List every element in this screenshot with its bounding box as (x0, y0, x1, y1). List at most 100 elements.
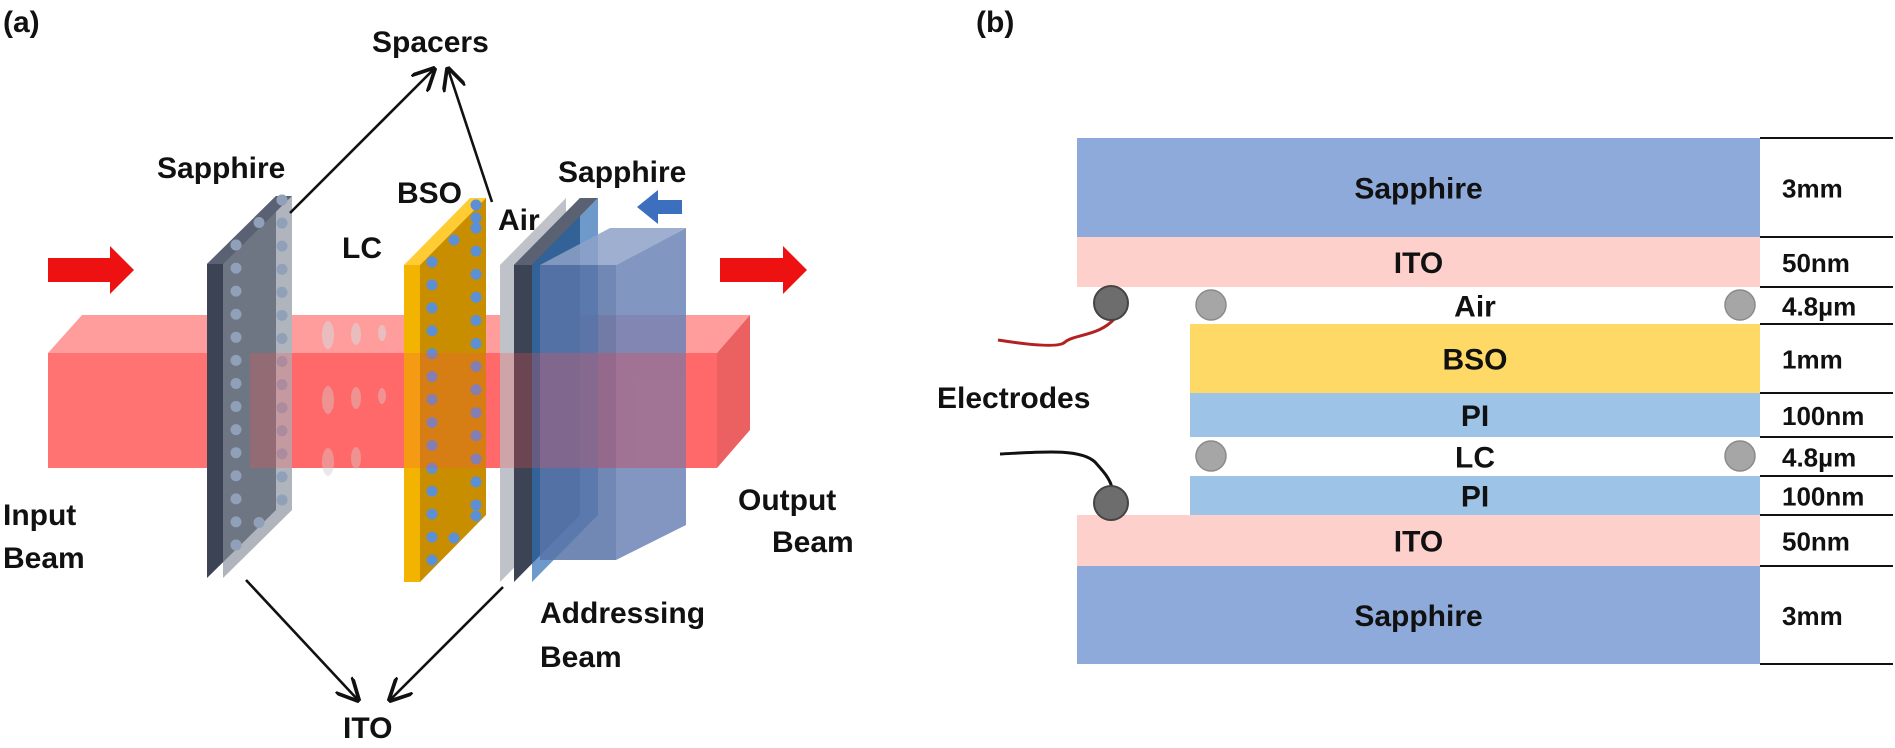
layer-label: ITO (1394, 247, 1443, 280)
left-sapphire-plate (207, 194, 292, 578)
spacer-dot (470, 314, 482, 326)
beam-droplet (351, 447, 361, 469)
spacer-dot (448, 234, 460, 246)
beam-droplets (322, 321, 386, 476)
addressing-arrow-icon (637, 190, 682, 224)
beam-overlay (250, 353, 717, 468)
beam-droplet (378, 325, 386, 341)
electrodes: Electrodes (937, 285, 1129, 521)
bso-face (420, 198, 486, 582)
layer-label: Sapphire (1354, 600, 1482, 633)
layer-label: PI (1461, 400, 1489, 433)
addressing-beam-label-1: Addressing (540, 597, 705, 630)
spacer-dot (230, 493, 242, 505)
bso-top (404, 198, 486, 265)
layer-label: Sapphire (1354, 173, 1482, 206)
pointer-lines (245, 69, 504, 700)
spacer-dot (276, 471, 288, 483)
spacer-dot (426, 416, 438, 428)
layer-pi-5 (1190, 393, 1760, 437)
layer-ito-8 (1077, 515, 1760, 566)
top-electrode-wire (997, 316, 1117, 347)
addressing-block-front (540, 265, 616, 560)
layer-air-3 (1190, 287, 1760, 324)
sapphire-right-label: Sapphire (558, 156, 686, 189)
beam-droplet (351, 323, 361, 345)
spacer-dot (230, 331, 242, 343)
spacer-dot (470, 407, 482, 419)
layer-label: BSO (1442, 344, 1507, 377)
layer-thickness: 50nm (1782, 248, 1850, 278)
bso-label: BSO (397, 177, 462, 210)
ito-pointer-left (245, 579, 358, 700)
output-arrow-icon (720, 246, 807, 294)
lc-spacer-left-icon (1195, 440, 1227, 472)
bottom-electrode-icon (1093, 485, 1129, 521)
spacer-dot (426, 531, 438, 543)
addressing-beam-label-2: Beam (540, 641, 622, 674)
input-beam-label-2: Beam (3, 542, 85, 575)
spacer-dot (230, 285, 242, 297)
spacer-dot (276, 356, 288, 368)
air-label: Air (498, 204, 540, 237)
spacer-dot (426, 394, 438, 406)
layer-thickness: 100nm (1782, 482, 1864, 512)
spacer-dot (276, 425, 288, 437)
spacer-dot (276, 240, 288, 252)
layer-label: Air (1454, 291, 1496, 324)
layer-label: PI (1461, 481, 1489, 514)
spacer-dot (230, 401, 242, 413)
spacer-dot (426, 508, 438, 520)
panel-a: (a) (3, 6, 854, 745)
spacer-dot (230, 354, 242, 366)
spacer-dot (426, 279, 438, 291)
addressing-block-top (540, 228, 686, 265)
layer-bso-4 (1190, 324, 1760, 393)
lc-label: LC (342, 232, 382, 265)
spacer-dot (276, 448, 288, 460)
spacer-dot (426, 554, 438, 566)
spacer-dot (470, 268, 482, 280)
layer-thickness: 4.8µm (1782, 292, 1856, 322)
spacers-label: Spacers (372, 26, 489, 59)
spacer-dot (276, 263, 288, 275)
spacer-dot (276, 217, 288, 229)
left-plate-top (207, 196, 292, 264)
top-electrode-icon (1093, 285, 1129, 321)
ito-label: ITO (343, 712, 392, 745)
spacer-dot (276, 332, 288, 344)
spacer-dot (426, 325, 438, 337)
spacer-dot (426, 256, 438, 268)
spacer-dot (426, 348, 438, 360)
spacer-dot (470, 453, 482, 465)
spacer-dot (276, 402, 288, 414)
layer-thickness: 3mm (1782, 601, 1843, 631)
layer-pi-7 (1190, 476, 1760, 515)
spacer-beads (1195, 289, 1756, 472)
panel-b-label: (b) (976, 6, 1014, 39)
spacer-dot (253, 517, 265, 528)
spacer-dot (470, 361, 482, 373)
spacer-dot (276, 286, 288, 298)
beam-droplet (322, 386, 334, 414)
spacer-dot (470, 337, 482, 349)
layer-ito-2 (1077, 237, 1760, 287)
spacer-dot (426, 302, 438, 314)
spacer-dot (426, 439, 438, 451)
left-spacer-dots (230, 194, 288, 551)
output-beam-label-2: Beam (772, 526, 854, 559)
right-plate-top (514, 198, 598, 265)
spacer-dot (230, 377, 242, 389)
spacer-dot (230, 424, 242, 436)
layer-thickness: 1mm (1782, 345, 1843, 375)
layer-thickness: 4.8µm (1782, 443, 1856, 473)
spacer-dot (426, 371, 438, 383)
spacer-dot (470, 510, 482, 522)
sapphire-left-label: Sapphire (157, 152, 285, 185)
input-arrow-icon (48, 246, 134, 294)
spacer-dot (230, 308, 242, 320)
beam-side-face (717, 315, 750, 468)
air-spacer-right-icon (1724, 289, 1756, 321)
